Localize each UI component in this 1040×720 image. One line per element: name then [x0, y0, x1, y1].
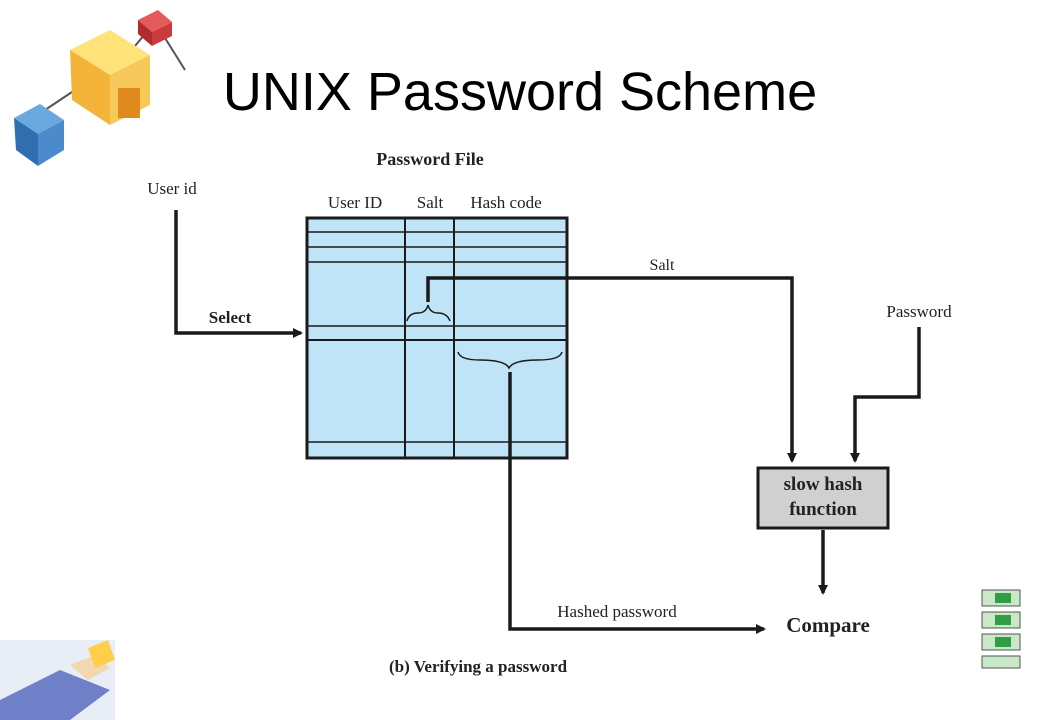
password-arrow [850, 327, 921, 463]
user-id-label: User id [147, 179, 197, 198]
slow-hash-function-label-line1: slow hash [784, 474, 863, 495]
select-label: Select [209, 308, 252, 327]
column-header-salt: Salt [417, 193, 444, 212]
select-arrow [174, 210, 303, 338]
salt-arrow [426, 276, 797, 463]
hashed-password-label: Hashed password [557, 602, 677, 621]
clipart-cubes-decoration [14, 10, 186, 166]
column-header-user-id: User ID [328, 193, 382, 212]
clipart-hand-decoration [0, 640, 115, 720]
diagram-caption: (b) Verifying a password [389, 657, 568, 676]
slide-title: UNIX Password Scheme [223, 62, 817, 122]
password-file-title: Password File [376, 149, 484, 169]
column-header-hash-code: Hash code [470, 193, 541, 212]
password-file-table [305, 216, 569, 460]
hashed-password-arrow [508, 372, 766, 634]
slow-hash-function-box [756, 466, 890, 530]
salt-label: Salt [650, 257, 675, 274]
hash-field-brace [457, 351, 563, 370]
compare-label: Compare [786, 613, 870, 637]
password-label: Password [886, 302, 952, 321]
clipart-bricks-decoration [981, 589, 1021, 669]
salt-field-brace [406, 304, 451, 322]
slow-hash-function-label-line2: function [789, 499, 857, 520]
